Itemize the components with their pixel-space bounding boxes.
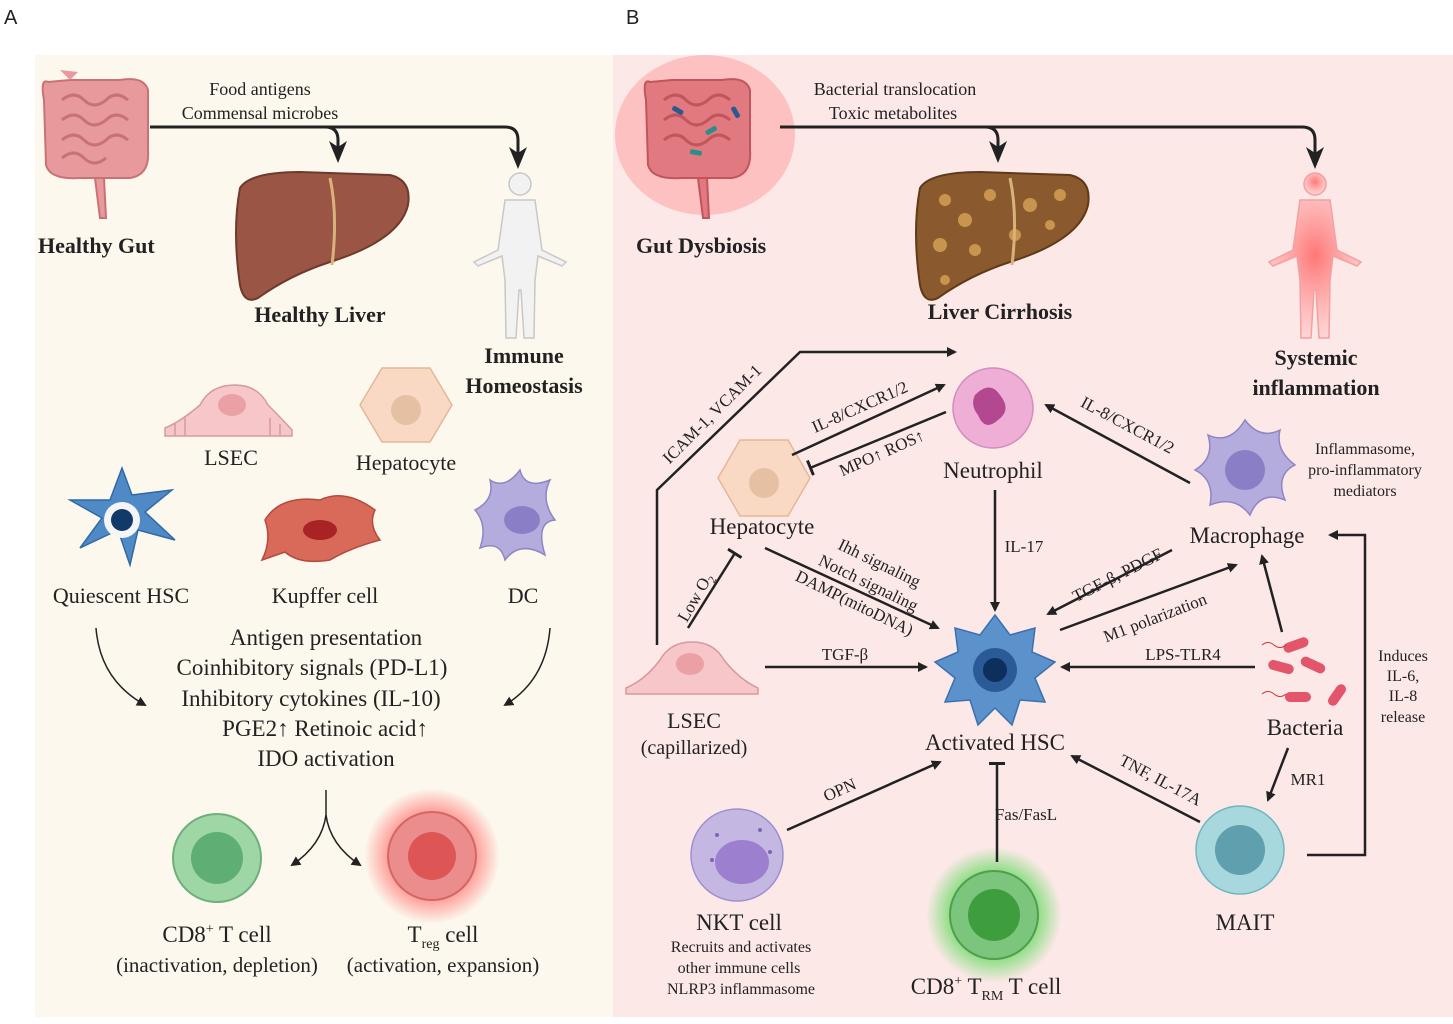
nkt-note-1: Recruits and activates xyxy=(671,939,811,956)
edge-label-il17: IL-17 xyxy=(1005,537,1044,556)
lsec-b-label-line1: LSEC xyxy=(667,708,721,733)
treg-cell-sublabel: (activation, expansion) xyxy=(347,953,539,977)
cd8-t-cell-label: CD8+ T cell xyxy=(162,922,271,947)
edge-label-mr1: MR1 xyxy=(1291,770,1326,789)
macrophage-note-2: pro-inflammatory xyxy=(1308,462,1422,479)
systemic-label-line1: Systemic xyxy=(1274,345,1357,370)
mechanism-4: PGE2↑ Retinoic acid↑ xyxy=(222,716,428,741)
hepatocyte-label-b: Hepatocyte xyxy=(710,514,815,539)
edge-bacteria-to-mait xyxy=(1266,747,1290,802)
arrow-to-treg xyxy=(325,814,362,867)
edge-label-lps: LPS-TLR4 xyxy=(1145,645,1221,664)
macrophage-note-1: Inflammasome, xyxy=(1315,441,1415,458)
hepatocyte-label-a: Hepatocyte xyxy=(356,450,456,475)
systemic-label-line2: inflammation xyxy=(1252,375,1379,400)
healthy-gut-label: Healthy Gut xyxy=(38,233,155,258)
nkt-note-3: NLRP3 inflammasome xyxy=(667,981,815,998)
edge-label-induces-1: Induces xyxy=(1378,648,1428,665)
mechanism-5: IDO activation xyxy=(257,746,395,771)
immune-label-line2: Homeostasis xyxy=(465,373,583,398)
healthy-gut-icon xyxy=(41,70,150,219)
mechanism-3: Inhibitory cytokines (IL-10) xyxy=(181,686,440,711)
gut-dysbiosis-icon xyxy=(615,55,795,219)
edge-macrophage-to-hsc xyxy=(1046,548,1173,616)
activated-hsc-label: Activated HSC xyxy=(925,730,1065,755)
nkt-cell-label: NKT cell xyxy=(696,910,782,935)
lsec-label: LSEC xyxy=(204,445,258,470)
kupffer-cell-label: Kupffer cell xyxy=(272,583,379,608)
panel-b-letter: B xyxy=(626,7,639,29)
cd8-trm-cell-icon xyxy=(926,847,1062,983)
edge-mait-to-hsc xyxy=(1070,754,1201,824)
human-body-icon xyxy=(472,172,568,339)
panel-a-input-line1: Food antigens xyxy=(209,79,311,99)
panel-a-main-arrow xyxy=(150,125,520,155)
mait-label: MAIT xyxy=(1216,910,1275,935)
edge-label-induces-2: IL-6, xyxy=(1387,668,1419,685)
bacteria-label: Bacteria xyxy=(1267,715,1344,740)
edge-hsc-to-macrophage xyxy=(1059,563,1238,632)
lsec-icon xyxy=(164,384,293,437)
edge-hepatocyte-to-hsc xyxy=(764,546,940,630)
panel-b-input-line1: Bacterial translocation xyxy=(814,79,976,99)
gut-dysbiosis-label: Gut Dysbiosis xyxy=(636,233,767,258)
dc-label: DC xyxy=(508,583,539,608)
quiescent-hsc-icon xyxy=(67,465,176,568)
edge-label-tgfb-lsec: TGF-β xyxy=(822,645,868,664)
panel-a-letter: A xyxy=(4,7,18,29)
edge-macrophage-to-neutrophil xyxy=(1044,403,1191,485)
bacteria-icon xyxy=(1261,637,1347,706)
edge-neutrophil-inhibits-hepatocyte xyxy=(806,410,947,476)
nkt-note-2: other immune cells xyxy=(678,960,801,977)
kupffer-cell-icon xyxy=(260,495,382,563)
edge-nkt-to-hsc xyxy=(786,760,942,832)
treg-cell-icon xyxy=(364,788,500,924)
panel-b-input-line2: Toxic metabolites xyxy=(829,103,957,123)
hepatocyte-icon-a xyxy=(359,367,453,443)
lsec-b-label-line2: (capillarized) xyxy=(641,737,748,759)
arrow-to-cirrhosis xyxy=(984,125,1007,163)
neutrophil-icon xyxy=(952,367,1034,449)
healthy-liver-icon xyxy=(235,170,410,301)
healthy-liver-label: Healthy Liver xyxy=(254,302,386,327)
edge-lsec-inhibits-hepatocyte xyxy=(686,547,743,629)
mait-cell-icon xyxy=(1195,805,1285,895)
arrow-hsc-to-mechanisms xyxy=(95,627,147,706)
immune-label-line1: Immune xyxy=(484,343,564,368)
arrow-dc-to-mechanisms xyxy=(503,627,551,707)
activated-hsc-icon xyxy=(933,613,1057,727)
cd8-trm-label: CD8+ TRM T cell xyxy=(911,974,1061,1004)
dc-icon xyxy=(473,468,557,562)
edge-lsec-to-neutrophil xyxy=(655,347,957,645)
edge-mait-to-macrophage xyxy=(1307,530,1367,857)
neutrophil-label: Neutrophil xyxy=(943,458,1043,483)
cd8-t-cell-icon xyxy=(172,813,262,903)
inflamed-body-icon xyxy=(1267,172,1363,339)
edge-label-induces-3: IL-8 xyxy=(1389,688,1417,705)
edge-bacteria-to-macrophage xyxy=(1259,554,1284,633)
cd8-t-cell-sublabel: (inactivation, depletion) xyxy=(116,953,318,977)
panel-b-main-arrow xyxy=(780,125,1317,152)
lsec-capillarized-icon xyxy=(625,641,759,695)
mechanism-1: Antigen presentation xyxy=(230,625,423,650)
mechanism-2: Coinhibitory signals (PD-L1) xyxy=(177,655,448,680)
edge-label-induces-4: release xyxy=(1381,709,1425,726)
panel-a-input-line2: Commensal microbes xyxy=(182,103,338,123)
macrophage-label: Macrophage xyxy=(1190,523,1305,548)
liver-cirrhosis-label: Liver Cirrhosis xyxy=(928,299,1073,324)
quiescent-hsc-label: Quiescent HSC xyxy=(53,583,189,608)
arrow-to-healthy-liver xyxy=(324,125,347,163)
cirrhotic-liver-icon xyxy=(915,170,1090,301)
nkt-cell-icon xyxy=(690,808,784,902)
macrophage-icon xyxy=(1193,418,1297,517)
edge-hepatocyte-to-neutrophil xyxy=(791,383,946,457)
macrophage-note-3: mediators xyxy=(1333,483,1396,500)
treg-cell-label: Treg cell xyxy=(408,922,479,952)
hepatocyte-icon-b xyxy=(717,439,811,517)
edge-label-fas: Fas/FasL xyxy=(995,805,1057,824)
